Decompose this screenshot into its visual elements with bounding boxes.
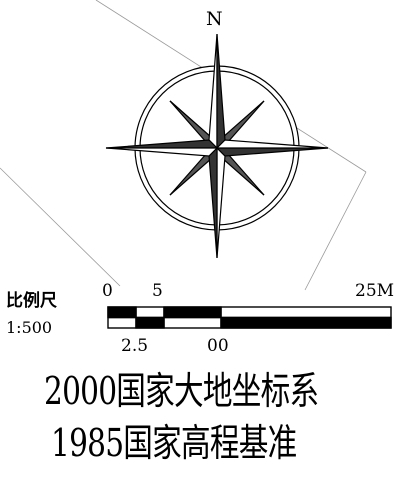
vertical-datum-label: 1985国家高程基准 bbox=[51, 421, 297, 465]
scale-tick-2-5: 2.5 bbox=[121, 336, 149, 356]
north-label: N bbox=[206, 8, 223, 30]
scale-bar bbox=[107, 306, 392, 329]
scale-tick-0: 0 bbox=[102, 281, 113, 301]
scale-ratio: 1:500 bbox=[6, 318, 53, 337]
scale-tick-00: 00 bbox=[207, 336, 229, 356]
scale-tick-25m: 25M bbox=[355, 281, 395, 301]
scale-title: 比例尺 bbox=[6, 291, 57, 311]
horizontal-datum-label: 2000国家大地坐标系 bbox=[44, 369, 319, 413]
compass-rose-icon bbox=[105, 33, 329, 259]
scale-tick-5: 5 bbox=[152, 281, 163, 301]
